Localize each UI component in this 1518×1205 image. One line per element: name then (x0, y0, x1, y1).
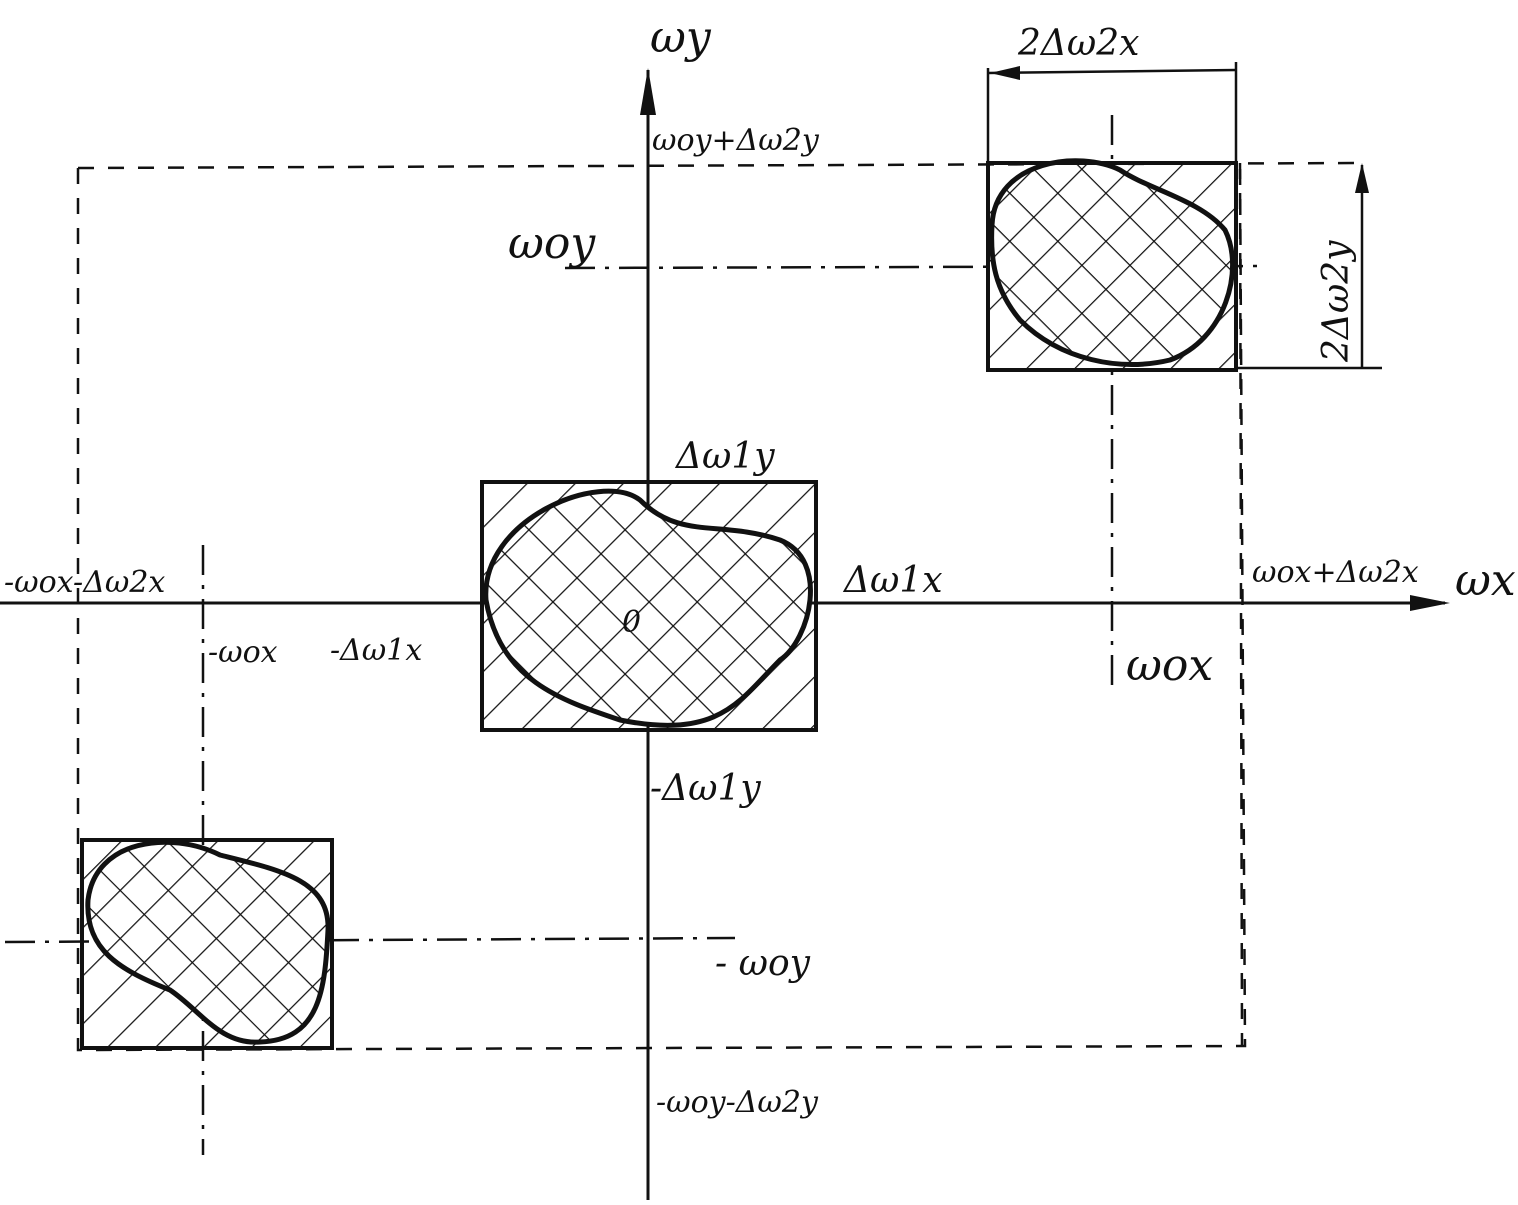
dim-2x-arrow-icon (990, 66, 1020, 80)
d1y-label: Δω1y (674, 436, 775, 477)
x-axis-arrow-icon (1410, 595, 1450, 611)
top-dashed-label: ωoy+Δω2y (652, 123, 820, 158)
w-oy-label: ωoy (508, 218, 596, 269)
y-axis-label: ωy (650, 12, 712, 63)
neg-w-ox-label: -ωox (208, 635, 278, 670)
origin-label: 0 (622, 605, 641, 640)
right-dashed-label: ωox+Δω2x (1252, 555, 1419, 590)
upper-right-spectrum-block (986, 158, 1238, 372)
neg-d1y-label: -Δω1y (650, 768, 761, 809)
y-axis-arrow-icon (640, 68, 656, 115)
bottom-dashed-label: -ωoy-Δω2y (656, 1085, 819, 1120)
center-spectrum-block (480, 480, 818, 732)
outer-dashed-boundary (76, 161, 1361, 1052)
x-axis-label: ωx (1455, 555, 1516, 606)
dim-2y-arrow-icon (1355, 163, 1369, 193)
lower-left-spectrum-block (80, 838, 334, 1050)
neg-w-oy-label: - ωoy (715, 943, 811, 984)
left-dashed-label: -ωox-Δω2x (4, 565, 165, 600)
dim-2x-line (987, 68, 1237, 75)
w-ox-label: ωox (1126, 640, 1213, 691)
height-2y-label: 2Δω2y (1316, 240, 1357, 363)
width-2x-label: 2Δω2x (1017, 23, 1139, 64)
neg-d1x-label: -Δω1x (330, 633, 422, 668)
d1x-label: Δω1x (842, 560, 943, 601)
right-dashed-extension (1238, 162, 1244, 1047)
